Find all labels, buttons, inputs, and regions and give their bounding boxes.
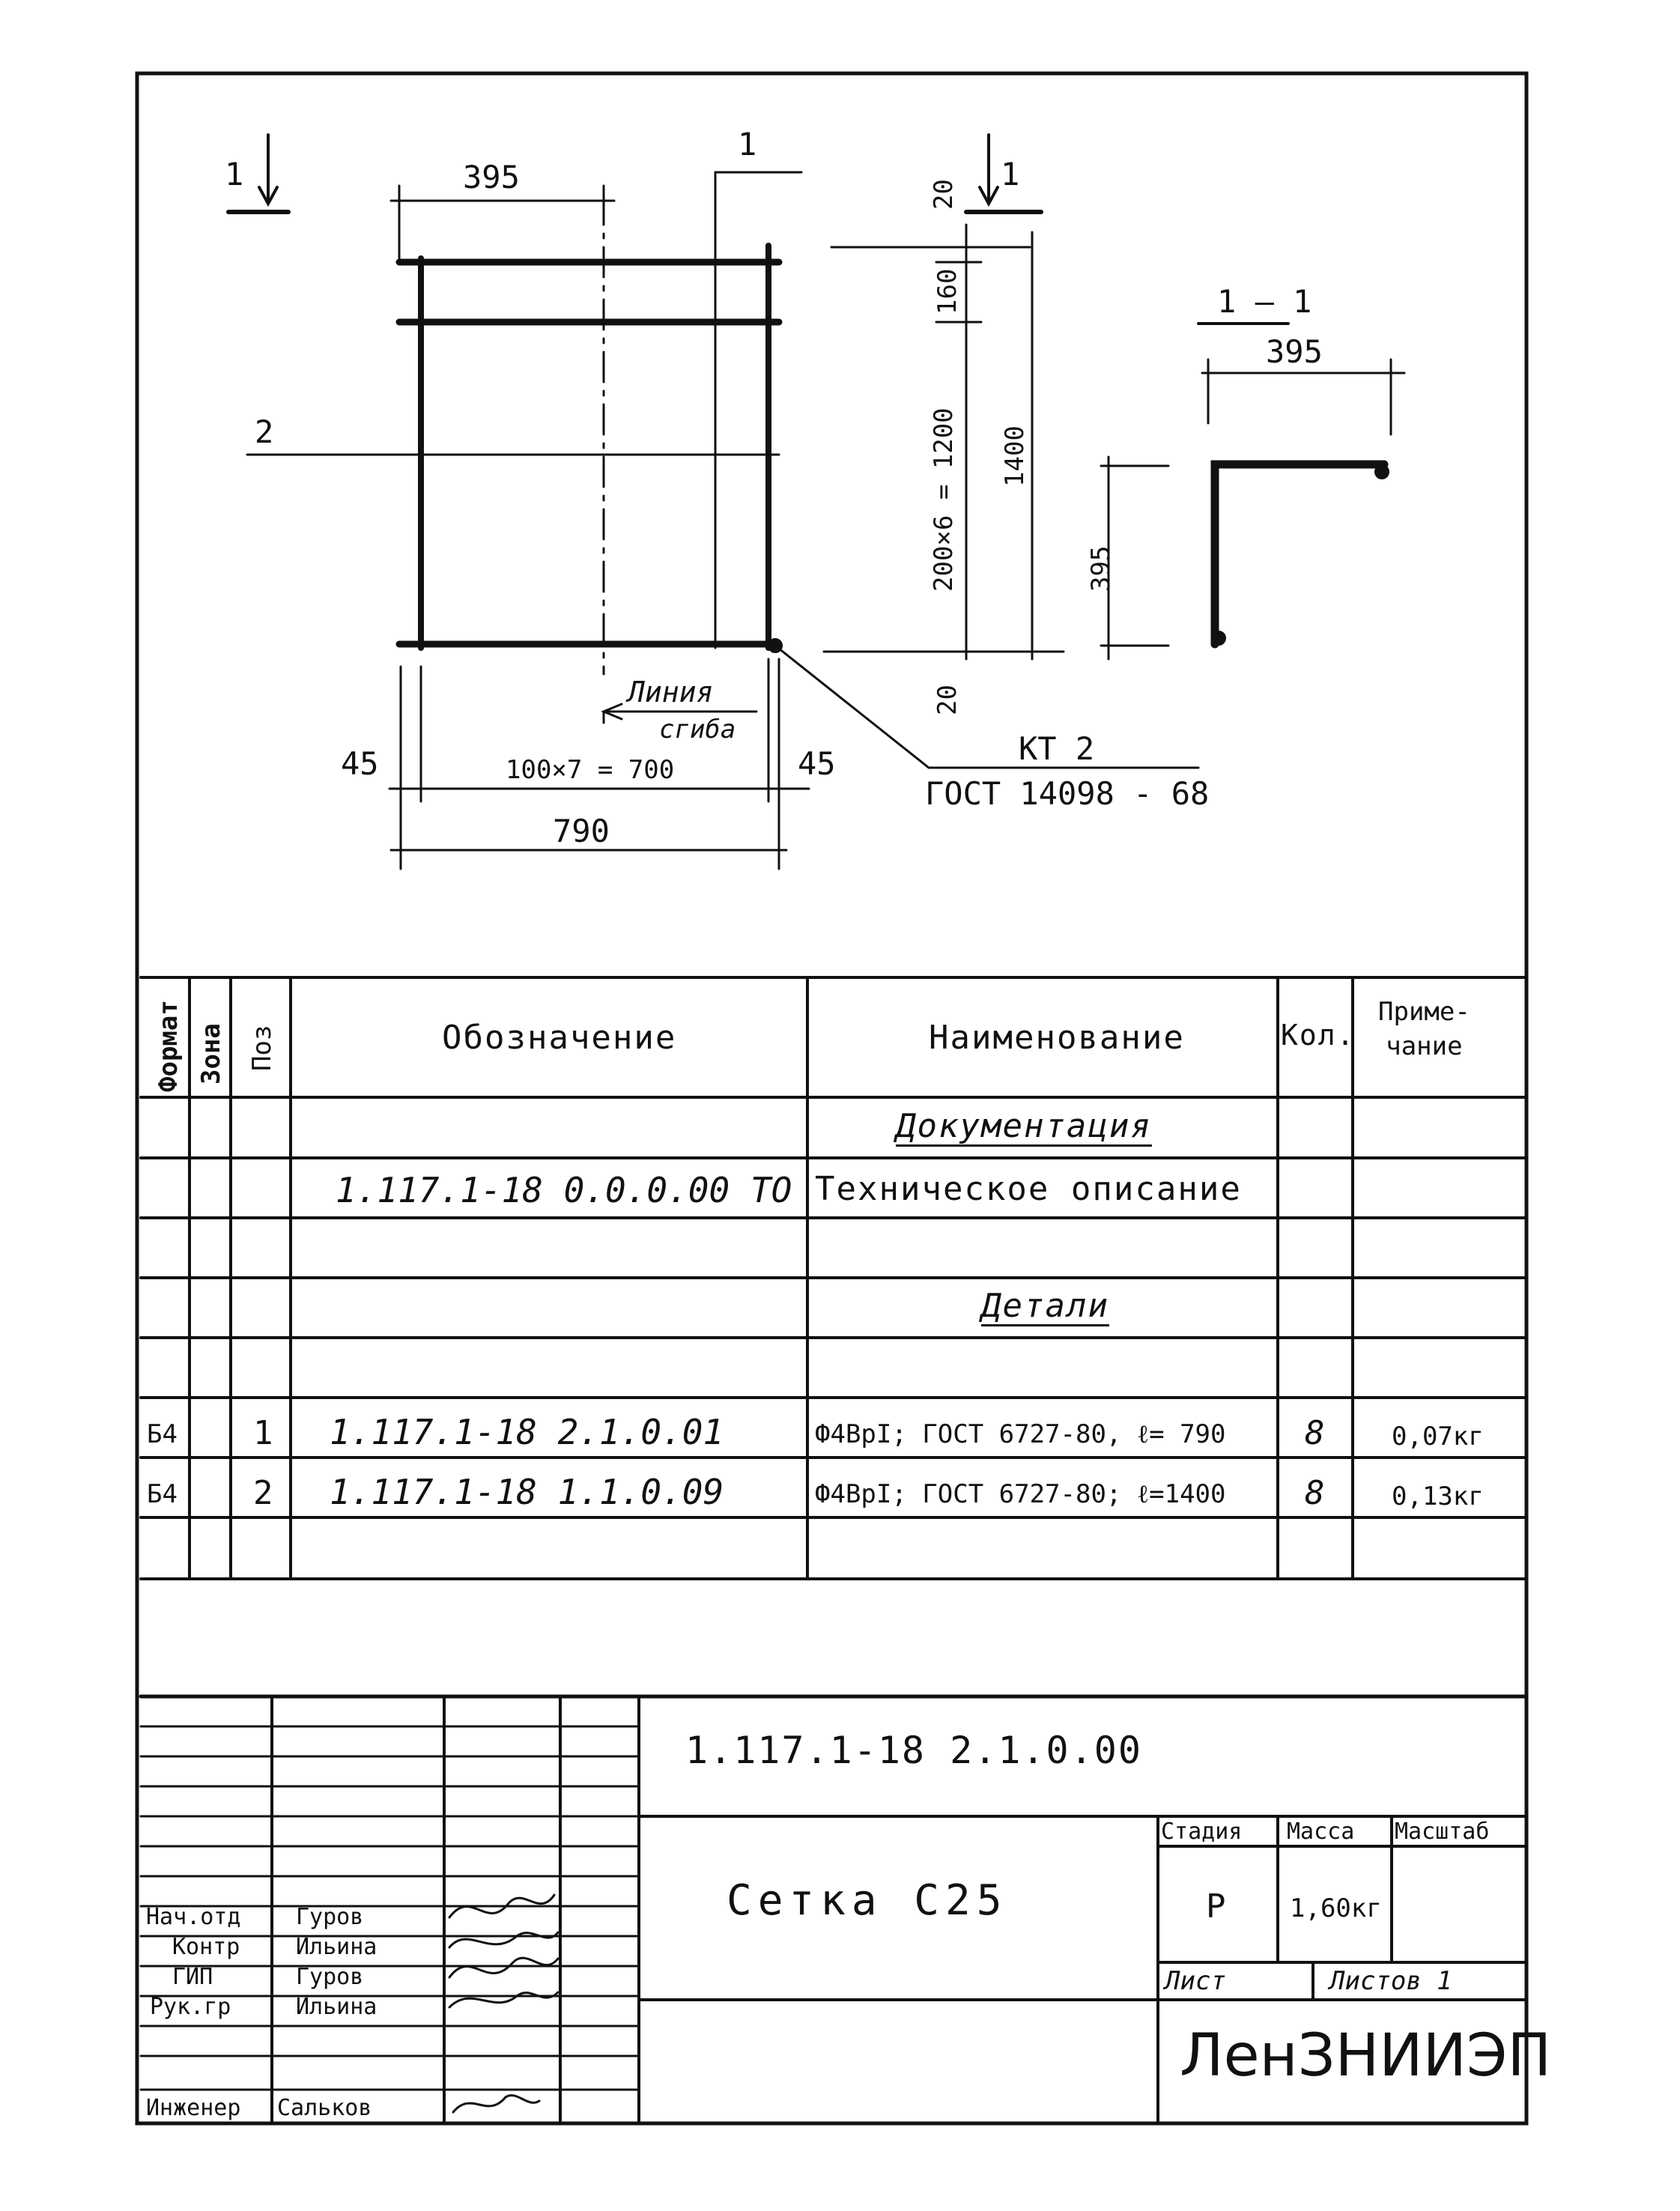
header-pos: Поз: [247, 1025, 277, 1071]
role-1: Нач.отд: [146, 1904, 241, 1930]
row1-name: Ф4ВрI; ГОСТ 6727-80, ℓ= 790: [815, 1419, 1226, 1449]
name-4: Ильина: [296, 1994, 377, 2020]
row2-qty: 8: [1305, 1474, 1326, 1512]
mass-value: 1,60кг: [1290, 1893, 1382, 1923]
header-note: Приме- чание: [1378, 997, 1470, 1061]
row1-format: Б4: [147, 1419, 178, 1449]
dim-1400: 1400: [1000, 425, 1030, 487]
dim-left-45: 45: [341, 745, 379, 782]
dim-right-45: 45: [798, 745, 836, 782]
title-block-grid: [139, 1694, 1529, 2125]
leader-1-label: 1: [738, 126, 757, 163]
dim-section-width: 395: [1266, 333, 1323, 370]
row2-format: Б4: [147, 1479, 178, 1509]
dim-section-height: 395: [1086, 545, 1116, 592]
mesh-plan: [226, 133, 1200, 870]
section-parts: Детали: [981, 1287, 1109, 1325]
weld-gost: ГОСТ 14098 - 68: [925, 775, 1210, 812]
header-name: Наименование: [929, 1019, 1185, 1057]
header-format: Формат: [154, 1000, 184, 1092]
section-docs: Документация: [896, 1107, 1152, 1145]
mass-label: Масса: [1287, 1819, 1355, 1845]
row1-pos: 1: [253, 1414, 275, 1452]
section-mark-left: 1: [225, 156, 244, 192]
role-2: Контр: [172, 1934, 240, 1960]
role-5: Инженер: [146, 2095, 241, 2121]
scale-label: Масштаб: [1395, 1819, 1490, 1845]
dim-1200: 200×6 = 1200: [929, 407, 959, 592]
sheet-label: Лист: [1165, 1966, 1226, 1996]
bend-line-label-2: сгиба: [659, 715, 736, 744]
row1-note: 0,07кг: [1392, 1422, 1484, 1452]
section-mark-right: 1: [1001, 156, 1020, 192]
header-designation: Обозначение: [442, 1019, 677, 1057]
row1-designation: 1.117.1-18 2.1.0.01: [330, 1412, 724, 1452]
document-code: 1.117.1-18 2.1.0.00: [685, 1729, 1142, 1772]
name-5: Сальков: [277, 2095, 372, 2121]
header-zone: Зона: [196, 1023, 226, 1085]
dim-total-790: 790: [553, 813, 610, 849]
header-qty: Кол.: [1281, 1019, 1356, 1052]
stage-label: Стадия: [1161, 1819, 1243, 1845]
dim-20-top: 20: [929, 179, 959, 210]
row2-name: Ф4ВрI; ГОСТ 6727-80; ℓ=1400: [815, 1479, 1226, 1509]
spec-table-grid: [139, 976, 1528, 1580]
name-3: Гуров: [296, 1964, 364, 1990]
name-1: Гуров: [296, 1904, 364, 1930]
doc-designation: 1.117.1-18 0.0.0.00 ТО: [336, 1170, 792, 1210]
section-view: [1100, 322, 1406, 661]
dim-top-width: 395: [463, 159, 520, 195]
leader-2-label: 2: [255, 413, 274, 450]
role-4: Рук.гр: [150, 1994, 231, 2020]
name-2: Ильина: [296, 1934, 377, 1960]
weld-label: КТ 2: [1019, 730, 1095, 767]
organization-logo: ЛенЗНИИЭП: [1180, 2022, 1552, 2090]
dim-20-bottom: 20: [933, 685, 962, 715]
row2-pos: 2: [253, 1474, 275, 1512]
bend-line-label-1: Линия: [628, 676, 714, 709]
role-3: ГИП: [172, 1964, 213, 1990]
sheets-label: Листов 1: [1329, 1966, 1452, 1996]
doc-name: Техническое описание: [815, 1170, 1242, 1208]
signatures: [448, 1893, 560, 2114]
row2-note: 0,13кг: [1392, 1481, 1484, 1511]
row2-designation: 1.117.1-18 1.1.0.09: [330, 1472, 724, 1512]
section-title: 1 — 1: [1217, 283, 1312, 320]
document-name: Сетка С25: [727, 1876, 1008, 1925]
stage-value: Р: [1206, 1887, 1228, 1926]
row1-qty: 8: [1305, 1414, 1326, 1452]
dim-160: 160: [933, 268, 962, 315]
dim-spacing-700: 100×7 = 700: [506, 755, 675, 785]
